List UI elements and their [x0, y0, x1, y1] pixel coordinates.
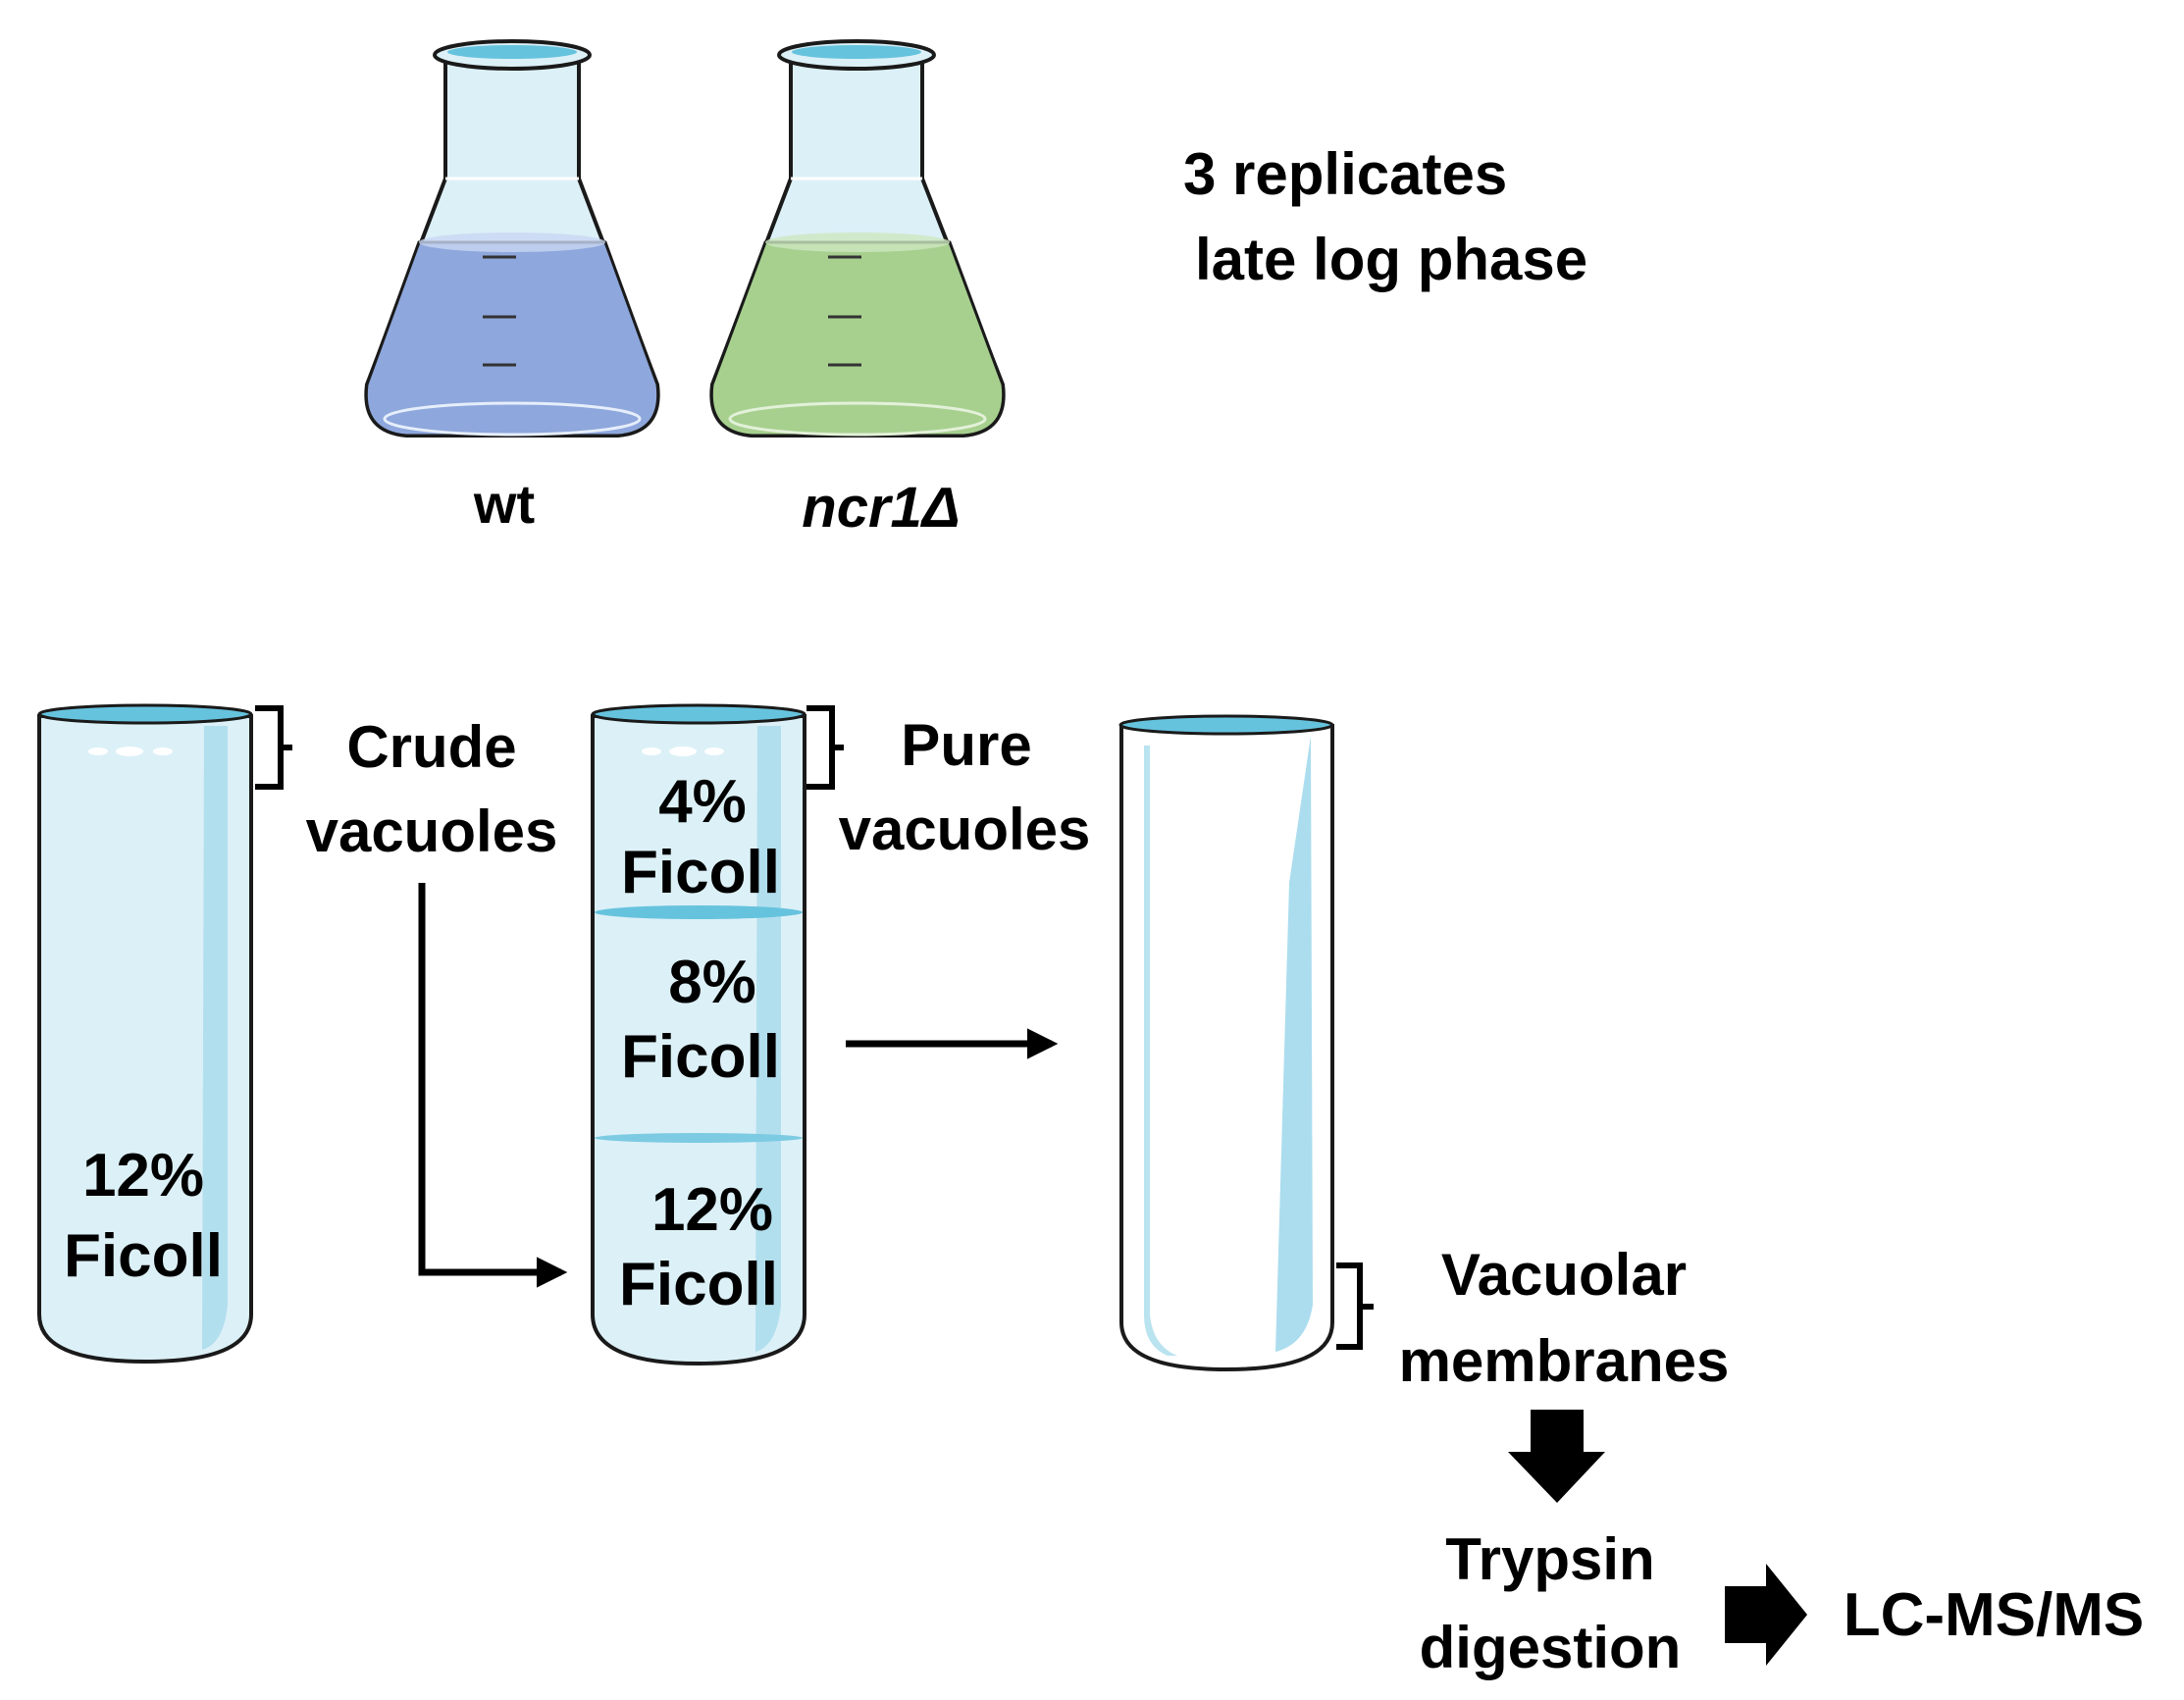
- crude-label-2: vacuoles: [306, 798, 558, 864]
- growth-phase-text: late log phase: [1195, 227, 1587, 292]
- gradient-interface-2: [595, 1133, 803, 1143]
- layer3-medium: Ficoll: [619, 1251, 778, 1318]
- pure-bracket: [806, 705, 844, 790]
- pure-label-1: Pure: [901, 712, 1031, 778]
- tube1-content-percent: 12%: [82, 1142, 204, 1210]
- digestion-label-1: Trypsin: [1445, 1526, 1654, 1592]
- wt-label: wt: [473, 473, 535, 535]
- layer2-percent: 8%: [668, 949, 756, 1016]
- membranes-label-1: Vacuolar: [1441, 1242, 1687, 1308]
- transfer-arrow: [418, 883, 568, 1288]
- mutant-flask: [709, 39, 1006, 438]
- layer1-percent: 4%: [658, 768, 747, 836]
- crude-bracket: [255, 705, 292, 790]
- wt-flask: [364, 39, 660, 438]
- layer1-medium: Ficoll: [621, 839, 780, 906]
- replicates-text: 3 replicates: [1183, 141, 1507, 207]
- wt-media: [364, 240, 660, 438]
- membranes-bracket: [1336, 1262, 1374, 1350]
- pure-label-2: vacuoles: [839, 797, 1091, 862]
- crude-label-1: Crude: [346, 714, 516, 780]
- tube-gradient: [591, 703, 806, 1366]
- tube-membranes: [1118, 714, 1334, 1372]
- tube-crude: [37, 703, 253, 1365]
- gradient-interface-1: [595, 905, 803, 919]
- analysis-label: LC-MS/MS: [1844, 1581, 2145, 1649]
- membranes-label-2: membranes: [1399, 1328, 1730, 1394]
- analysis-right-arrow: [1725, 1564, 1807, 1666]
- digestion-label-2: digestion: [1420, 1615, 1682, 1680]
- mutant-label: ncr1Δ: [802, 476, 960, 540]
- layer3-percent: 12%: [651, 1176, 773, 1244]
- tube1-content-medium: Ficoll: [64, 1222, 223, 1290]
- digestion-down-arrow: [1508, 1410, 1605, 1503]
- mutant-media: [709, 240, 1006, 438]
- layer2-medium: Ficoll: [621, 1023, 780, 1091]
